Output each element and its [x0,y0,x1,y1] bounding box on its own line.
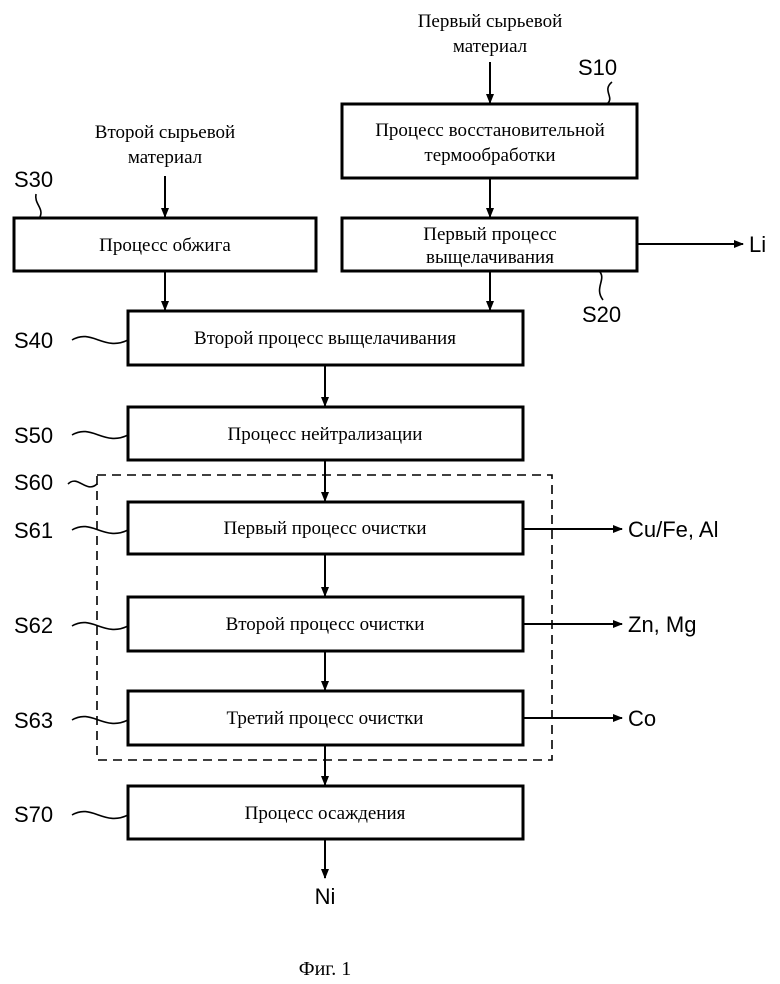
step-s60-leader [68,481,97,487]
step-s63-code: S63 [14,708,53,733]
output-li: Li [749,232,766,257]
step-s10-box [342,104,637,178]
step-s70-leader [72,812,128,819]
step-s30-label: Процесс обжига [99,235,231,256]
output-zn-mg: Zn, Mg [628,612,696,637]
step-s62-label: Второй процесс очистки [226,614,425,635]
step-s10-label-line1: Процесс восстановительной [375,120,605,141]
step-s60-code: S60 [14,470,53,495]
step-s10-leader [608,82,612,103]
step-s70-label: Процесс осаждения [245,803,406,824]
step-s50-leader [72,432,128,439]
output-cu-fe-al: Cu/Fe, Al [628,517,718,542]
second-raw-material-line2: материал [128,147,203,168]
step-s50-code: S50 [14,423,53,448]
step-s10-code: S10 [578,55,617,80]
step-s20-label-line1: Первый процесс [423,224,556,245]
step-s40-leader [72,337,128,344]
step-s20-label-line2: выщелачивания [426,247,554,268]
step-s61-label: Первый процесс очистки [223,518,426,539]
second-raw-material-line1: Второй сырьевой [95,122,235,143]
figure-caption: Фиг. 1 [299,958,351,980]
output-co: Co [628,706,656,731]
step-s10-label-line2: термообработки [424,145,555,166]
step-s20-code: S20 [582,302,621,327]
step-s30-leader [36,194,41,217]
first-raw-material-line2: материал [453,36,528,57]
step-s30-code: S30 [14,167,53,192]
step-s63-leader [72,717,128,724]
output-ni: Ni [315,884,336,909]
step-s50-label: Процесс нейтрализации [228,424,423,445]
step-s62-code: S62 [14,613,53,638]
step-s61-leader [72,527,128,534]
step-s20-leader [600,272,603,300]
step-s40-label: Второй процесс выщелачивания [194,328,456,349]
first-raw-material-line1: Первый сырьевой [418,11,563,32]
step-s40-code: S40 [14,328,53,353]
step-s62-leader [72,623,128,630]
step-s63-label: Третий процесс очистки [227,708,424,729]
step-s70-code: S70 [14,802,53,827]
step-s61-code: S61 [14,518,53,543]
